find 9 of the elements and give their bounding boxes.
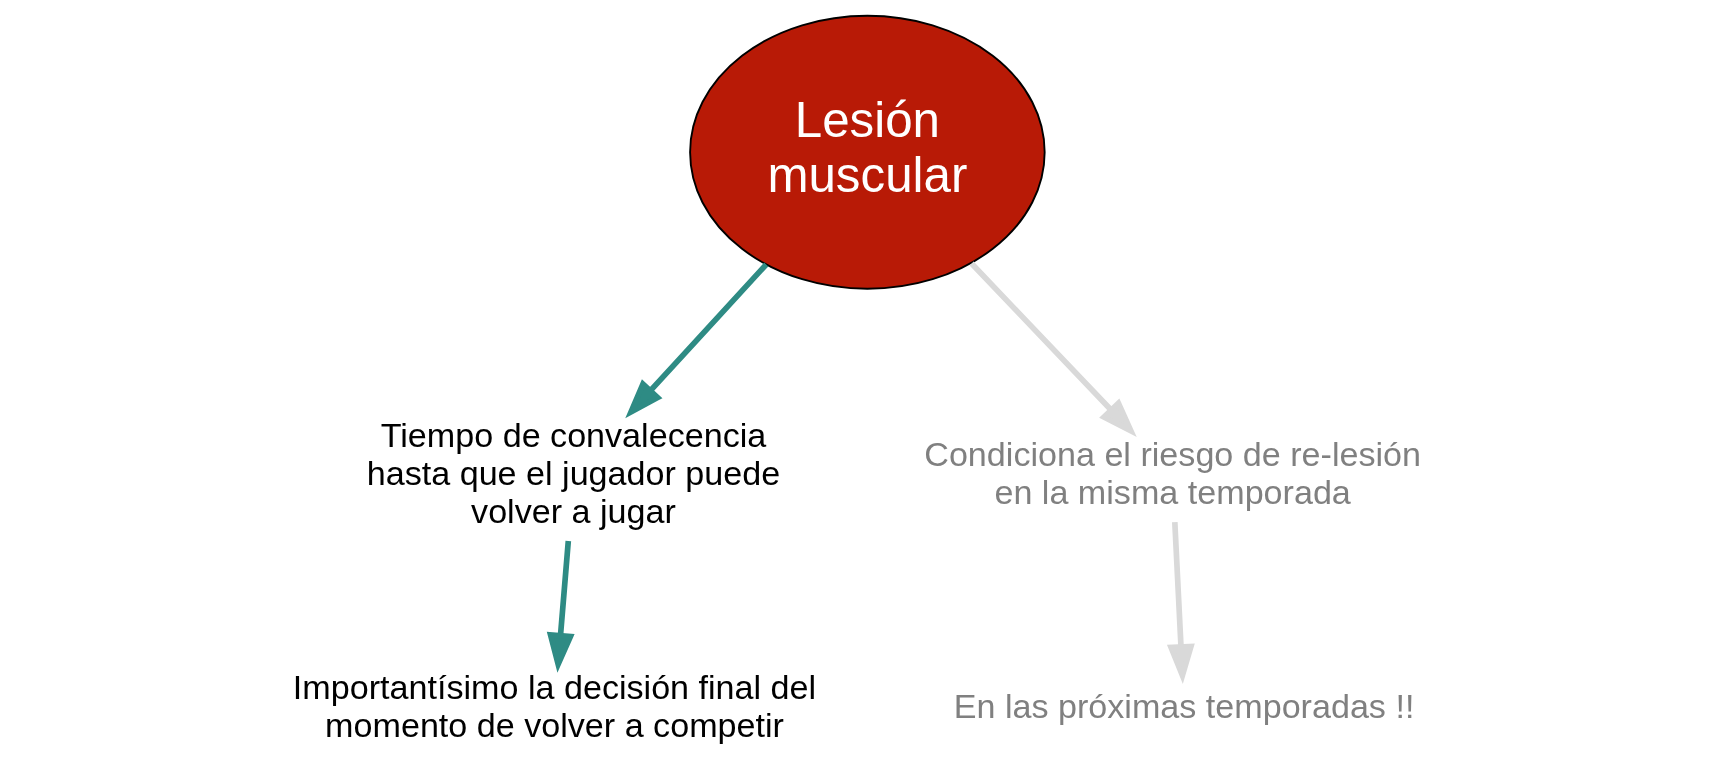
node-text: Tiempo de convalecencia hasta que el jugador puede volver a jugar xyxy=(366,415,780,530)
arrow xyxy=(546,540,575,673)
node-text: Importantísimo la decisión final del momento de volver a competir xyxy=(292,668,816,745)
arrow xyxy=(624,262,768,419)
node-ellipse: Lesión muscular xyxy=(688,14,1046,290)
arrow xyxy=(1166,521,1195,684)
node-text: Condiciona el riesgo de re-lesión en la misma temporada xyxy=(923,434,1421,511)
node-text: En las próximas temporadas !! xyxy=(953,687,1414,726)
arrow xyxy=(969,261,1137,437)
